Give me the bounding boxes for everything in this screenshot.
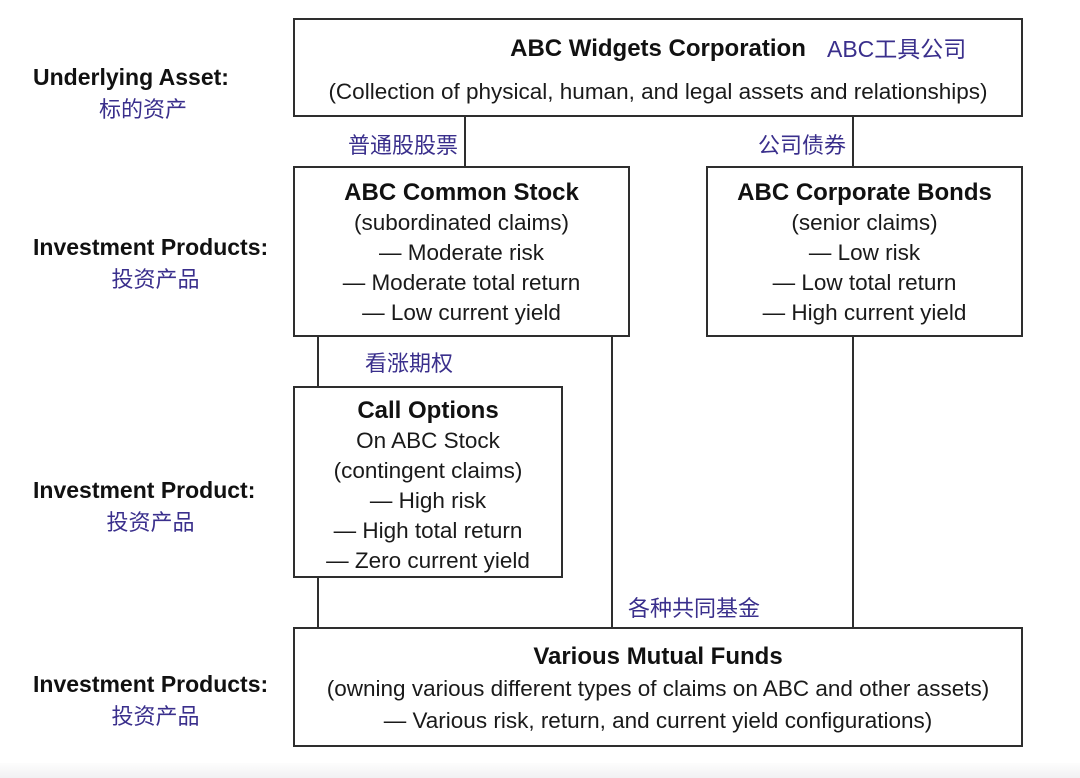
common-stock-title: ABC Common Stock [344,179,579,206]
box-abc-corporate-bonds: ABC Corporate Bonds (senior claims) — Lo… [706,166,1023,337]
corporate-bonds-claims: (senior claims) [791,210,938,235]
call-options-claims: (contingent claims) [333,458,523,483]
row-label-investment-product: Investment Product: 投资产品 [33,476,268,536]
connector-common-stock-to-mutual-funds [611,337,613,627]
underlying-asset-label: Underlying Asset: [33,64,229,90]
call-options-return: — High total return [333,518,523,543]
investment-products-label: Investment Products: [33,234,269,260]
connector-label-call-options: 看涨期权 [365,351,454,376]
mutual-funds-description: (owning various different types of claim… [326,676,990,701]
box-abc-widgets-corporation: ABC Widgets Corporation ABC工具公司 (Collect… [293,18,1023,117]
corporate-bonds-title: ABC Corporate Bonds [737,179,992,206]
corporate-bonds-risk: — Low risk [808,240,921,265]
common-stock-return: — Moderate total return [342,270,581,295]
investment-products-label-2: Investment Products: [33,671,269,697]
row-label-underlying-asset: Underlying Asset: 标的资产 [33,63,253,123]
investment-product-label: Investment Product: [33,477,256,503]
call-options-risk: — High risk [369,488,487,513]
connector-label-mutual-funds: 各种共同基金 [628,596,761,621]
row-label-investment-products-2: Investment Products: 投资产品 [33,670,278,730]
corporate-bonds-yield: — High current yield [762,300,967,325]
connector-label-common-stock: 普通股股票 [347,133,458,158]
box-various-mutual-funds: Various Mutual Funds (owning various dif… [293,627,1023,747]
connector-call-options-to-mutual-funds [317,578,319,627]
row-label-investment-products-1: Investment Products: 投资产品 [33,233,278,293]
investment-product-label-zh: 投资产品 [106,510,195,535]
call-options-yield: — Zero current yield [326,548,530,573]
call-options-title: Call Options [357,397,499,424]
common-stock-risk: — Moderate risk [378,240,545,265]
connector-corp-to-corporate-bonds [852,117,854,166]
connector-common-stock-to-call-options [317,337,319,386]
box-call-options: Call Options On ABC Stock (contingent cl… [293,386,563,578]
connector-label-corporate-bonds: 公司债券 [757,133,846,158]
corporation-description: (Collection of physical, human, and lega… [328,79,988,104]
box-abc-common-stock: ABC Common Stock (subordinated claims) —… [293,166,630,337]
investment-products-label-2-zh: 投资产品 [111,704,200,729]
connector-corporate-bonds-to-mutual-funds [852,337,854,627]
connector-corp-to-common-stock [464,117,466,166]
call-options-underlying: On ABC Stock [356,428,500,453]
investment-products-label-zh: 投资产品 [111,267,200,292]
common-stock-yield: — Low current yield [362,300,561,325]
corporate-bonds-return: — Low total return [772,270,957,295]
corporation-title: ABC Widgets Corporation [510,35,806,62]
mutual-funds-title: Various Mutual Funds [533,643,783,670]
underlying-asset-label-zh: 标的资产 [98,97,187,122]
common-stock-claims: (subordinated claims) [353,210,570,235]
bottom-edge-strip [0,763,1080,778]
corporation-title-zh: ABC工具公司 [827,36,967,62]
mutual-funds-configurations: — Various risk, return, and current yiel… [383,708,933,733]
